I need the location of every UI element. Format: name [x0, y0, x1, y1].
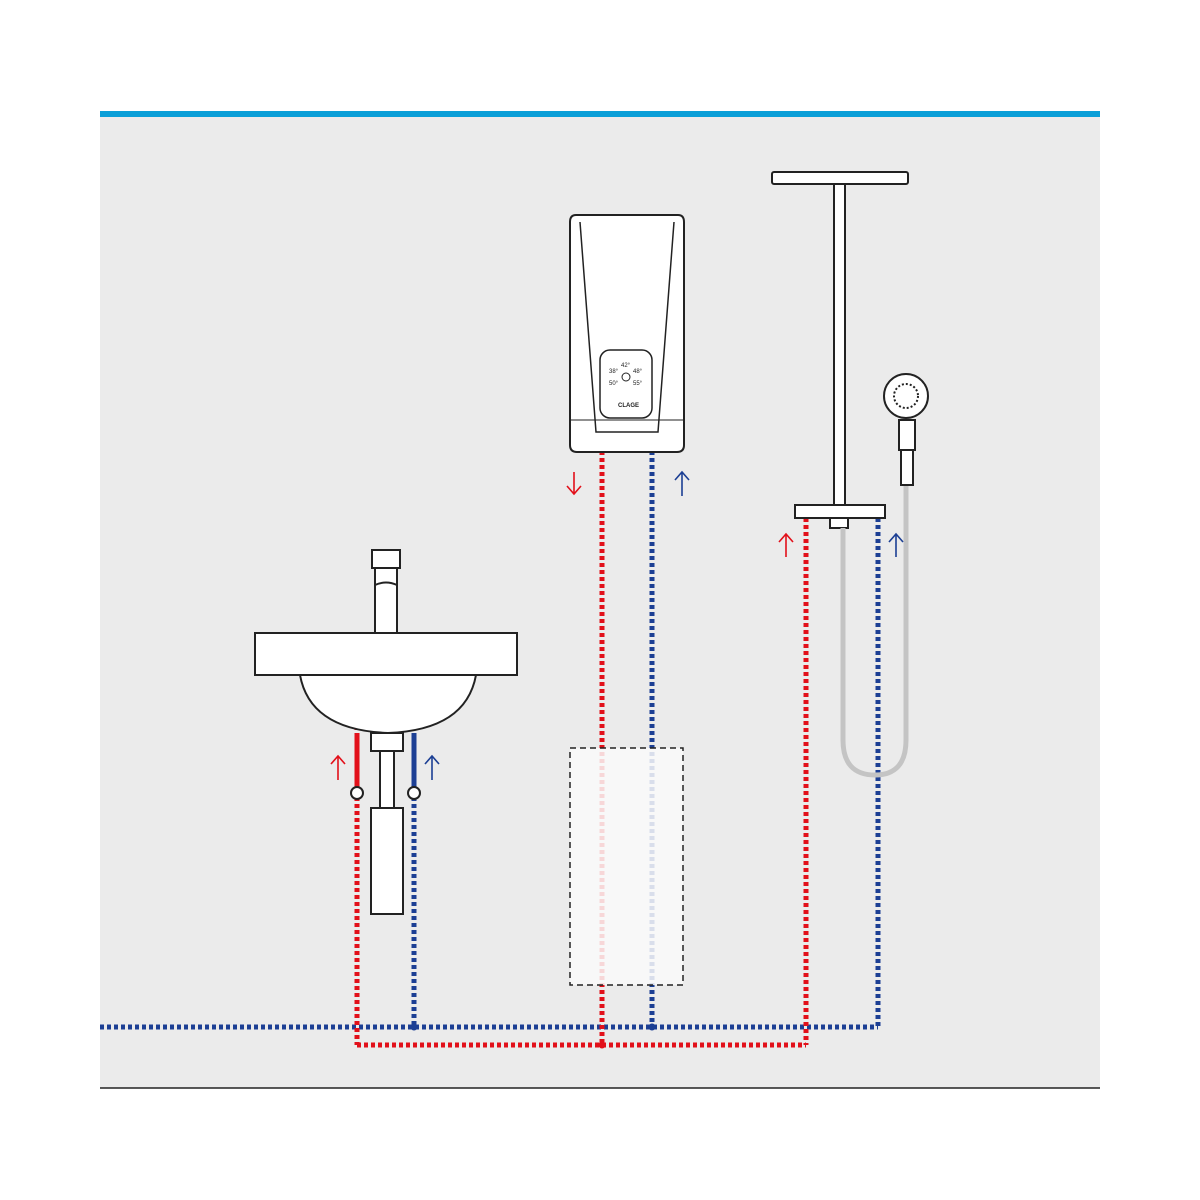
top-accent-bar [100, 111, 1100, 117]
heater-control-panel [599, 349, 653, 419]
hot-inflow-arrow-up-icon [778, 532, 794, 557]
temp-label: 42° [621, 363, 631, 369]
hot-outflow-arrow-down-icon [566, 472, 582, 496]
pipe-junction [410, 1023, 418, 1031]
hot-inflow-arrow-up-icon [330, 754, 346, 780]
temp-label: 38° [609, 369, 619, 375]
shower-hose [840, 485, 909, 778]
cold-inflow-arrow-up-icon [888, 532, 904, 557]
washbasin [254, 632, 518, 915]
brand-logo: CLAGE [618, 403, 639, 409]
alternative-heater-position [569, 747, 684, 986]
angle-valves [350, 733, 421, 800]
pipe-junction [598, 1041, 606, 1049]
cold-inflow-arrow-up-icon [674, 470, 690, 496]
basin-faucet [371, 549, 401, 634]
temp-label: 55° [633, 381, 643, 387]
shower-system [771, 171, 909, 529]
instantaneous-water-heater: 42° 38° 48° 50° 55° CLAGE [569, 214, 685, 453]
temperature-knob [621, 372, 631, 382]
temp-label: 50° [609, 381, 619, 387]
hand-shower [883, 373, 929, 486]
pipe-junction [648, 1023, 656, 1031]
flow-arrows [330, 470, 904, 780]
cold-inflow-arrow-up-icon [424, 754, 440, 780]
temp-label: 48° [633, 369, 643, 375]
